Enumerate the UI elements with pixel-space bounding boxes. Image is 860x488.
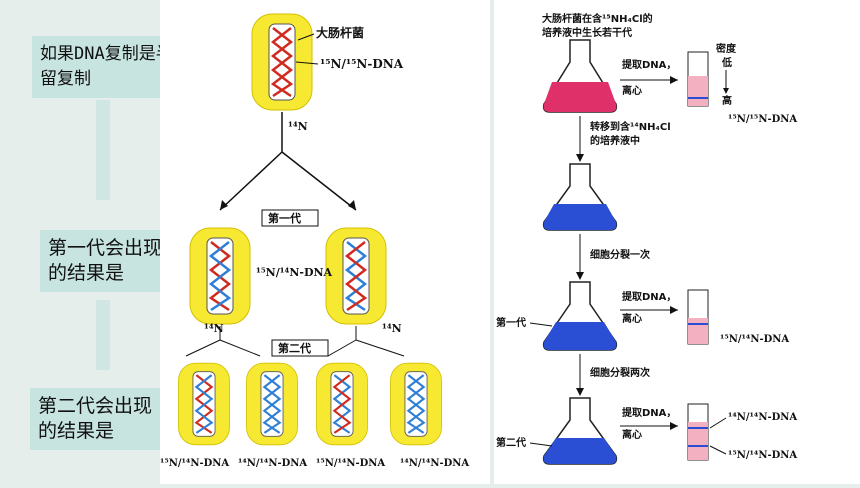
split-2: 细胞分裂两次 [590, 366, 650, 379]
extract-1: 提取DNA， [622, 58, 676, 71]
down-arrow-2 [96, 300, 110, 370]
label-bottom-3: ¹⁵N/¹⁴N-DNA [316, 458, 385, 469]
capsule-gen2-2 [246, 362, 298, 446]
label-gen1: 第一代 [268, 211, 301, 225]
label-bottom-2: ¹⁴N/¹⁴N-DNA [238, 458, 307, 469]
centrifuge-experiment: 大肠杆菌在含¹⁵NH₄Cl的 培养液中生长若干代 提取DNA， 离心 密度 低 … [494, 0, 860, 484]
capsule-gen1-left [189, 227, 251, 325]
split-1: 细胞分裂一次 [590, 248, 650, 261]
centrifuge-3: 离心 [622, 428, 642, 441]
low-label: 低 [721, 56, 732, 69]
replication-diagram: 大肠杆菌 ¹⁵N/¹⁵N-DNA ¹⁴N 第一代 ¹⁵N/¹⁴N-DNA ¹⁴N… [160, 0, 490, 484]
label-dna-gen1: ¹⁵N/¹⁴N-DNA [256, 266, 333, 279]
label-gen2: 第二代 [278, 341, 311, 355]
flask-14n [542, 163, 618, 231]
capsule-gen2-1 [178, 362, 230, 446]
extract-2: 提取DNA， [622, 290, 676, 303]
capsule-parent [251, 13, 313, 111]
flask-gen2 [542, 397, 618, 465]
label-dna-top: ¹⁵N/¹⁵N-DNA [320, 57, 404, 71]
density-label: 密度 [716, 42, 737, 55]
dna-label-2: ¹⁵N/¹⁴N-DNA [720, 334, 789, 345]
capsule-gen2-3 [316, 362, 368, 446]
label-14n-c: ¹⁴N [382, 322, 402, 335]
dna-label-3a: ¹⁴N/¹⁴N-DNA [728, 412, 797, 423]
flask-15n [542, 39, 618, 113]
branch-left [219, 151, 283, 211]
right-title-1: 大肠杆菌在含¹⁵NH₄Cl的 [542, 12, 653, 25]
tube-1 [687, 51, 709, 107]
gen1-label: 第一代 [496, 316, 526, 329]
transfer-2: 的培养液中 [590, 134, 640, 147]
tube-2 [687, 289, 709, 345]
down-arrow-1 [96, 100, 110, 200]
high-label: 高 [722, 94, 732, 107]
label-14n-a: ¹⁴N [288, 120, 308, 133]
label-bottom-4: ¹⁴N/¹⁴N-DNA [400, 458, 469, 469]
question-gen1: 第一代会出现的结果是 [40, 230, 174, 292]
transfer-1: 转移到含¹⁴NH₄Cl [590, 120, 671, 133]
capsule-gen1-right [325, 227, 387, 325]
centrifuge-1: 离心 [622, 84, 642, 97]
branch-right [281, 151, 357, 211]
centrifuge-2: 离心 [622, 312, 642, 325]
tube-3 [687, 403, 709, 461]
right-title-2: 培养液中生长若干代 [542, 26, 632, 39]
flask-gen1 [542, 281, 618, 351]
dna-label-1: ¹⁵N/¹⁵N-DNA [728, 114, 797, 125]
gen2-label: 第二代 [496, 436, 526, 449]
label-14n-b: ¹⁴N [204, 322, 224, 335]
question-gen2: 第二代会出现的结果是 [30, 388, 166, 450]
capsule-gen2-4 [390, 362, 442, 446]
dna-label-3b: ¹⁵N/¹⁴N-DNA [728, 450, 797, 461]
extract-3: 提取DNA， [622, 406, 676, 419]
label-bottom-1: ¹⁵N/¹⁴N-DNA [160, 458, 229, 469]
label-ecoli: 大肠杆菌 [316, 25, 364, 40]
